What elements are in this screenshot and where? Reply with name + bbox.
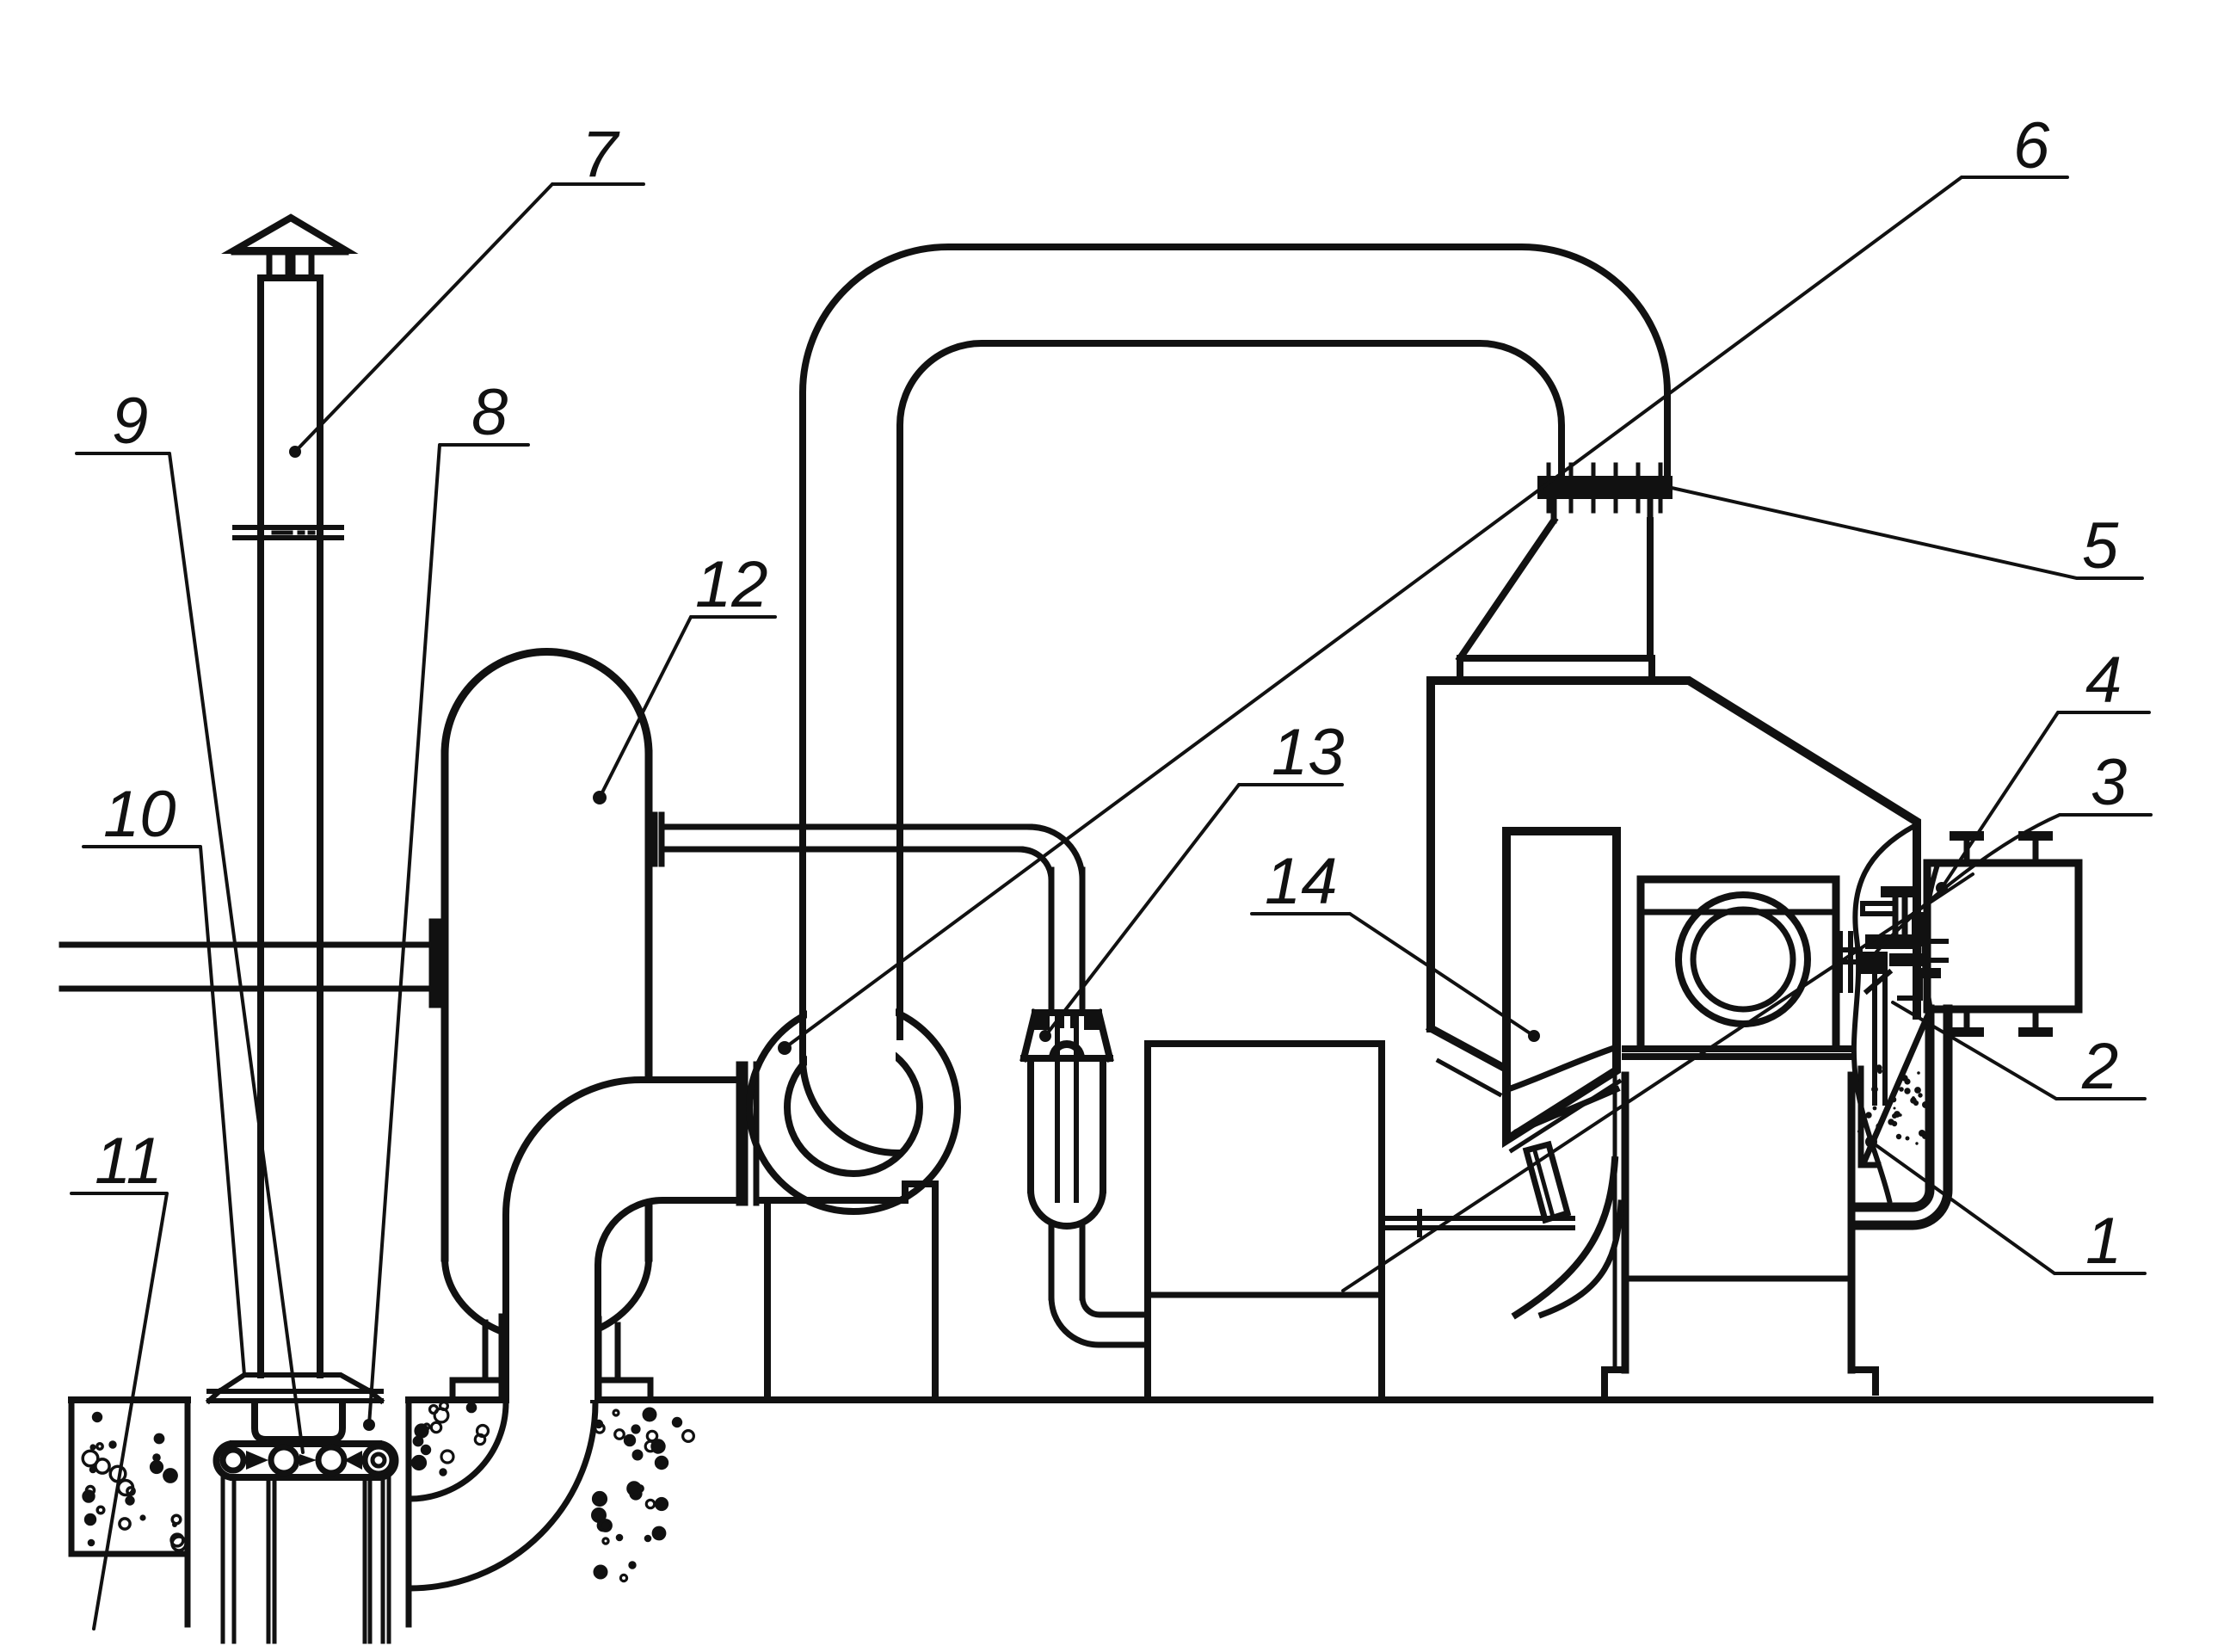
svg-text:9: 9 (112, 385, 148, 458)
svg-text:10: 10 (103, 778, 176, 851)
svg-text:14: 14 (1265, 845, 1338, 918)
svg-text:8: 8 (471, 376, 508, 449)
svg-text:2: 2 (2081, 1030, 2118, 1103)
svg-text:12: 12 (695, 548, 768, 621)
svg-text:6: 6 (2013, 109, 2050, 182)
svg-text:5: 5 (2082, 509, 2119, 583)
svg-text:1: 1 (2085, 1205, 2122, 1278)
svg-text:3: 3 (2091, 746, 2127, 819)
svg-text:13: 13 (1272, 716, 1345, 789)
svg-text:7: 7 (582, 118, 620, 191)
svg-text:4: 4 (2085, 644, 2122, 717)
svg-text:11: 11 (95, 1125, 163, 1198)
